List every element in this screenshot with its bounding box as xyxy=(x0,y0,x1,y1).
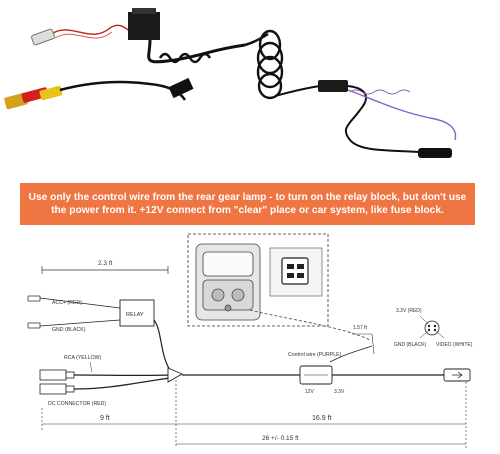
v33-top-label: 3.3V (RED) xyxy=(396,308,422,314)
harness-junction xyxy=(167,367,184,383)
v33-bottom-label: 3.3V xyxy=(334,389,345,395)
warning-text: Use only the control wire from the rear … xyxy=(28,192,467,216)
dim-right-label: 16.9 ft xyxy=(312,415,332,422)
camera-illustration-frame xyxy=(187,233,329,327)
dim-relay-label: 2.3 ft xyxy=(98,260,113,267)
dim-small-label: 1.57 ft xyxy=(353,325,368,331)
gnd-left-label: GND (BLACK) xyxy=(52,327,86,333)
rca-connector xyxy=(39,369,75,381)
dim-left-label: 9 ft xyxy=(100,415,110,422)
pinout-symbol xyxy=(419,315,445,339)
relay-box xyxy=(119,299,155,327)
product-photo xyxy=(0,0,500,178)
rca-label: RCA (YELLOW) xyxy=(64,355,101,361)
connector-closeup xyxy=(269,247,323,297)
lamp-illustration xyxy=(195,243,261,321)
warning-banner: Use only the control wire from the rear … xyxy=(20,183,475,225)
control-wire-label: Control wire (PURPLE) xyxy=(288,352,342,358)
v12-label: 12V xyxy=(305,389,315,395)
acc-connector xyxy=(27,295,41,302)
wiring-diagram: 2.3 ft ACC+ (RED) GND (BLACK) RELAY RCA … xyxy=(27,233,473,448)
gnd-right-label: GND (BLACK) xyxy=(394,342,427,348)
camera-end-connector xyxy=(443,368,471,382)
dc-label: DC CONNECTOR (RED) xyxy=(48,401,106,407)
acc-label: ACC+ (RED) xyxy=(52,300,82,306)
gnd-connector xyxy=(27,322,41,329)
dc-connector xyxy=(39,383,75,395)
dim-total-label: 26 +/- 0.15 ft xyxy=(262,435,299,442)
video-label: VIDEO (WHITE) xyxy=(436,342,473,348)
relay-label: RELAY xyxy=(126,312,144,318)
